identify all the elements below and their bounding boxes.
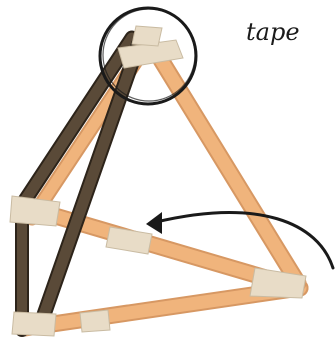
tape-base-middle (106, 227, 152, 254)
tape-label: tape (246, 18, 300, 46)
